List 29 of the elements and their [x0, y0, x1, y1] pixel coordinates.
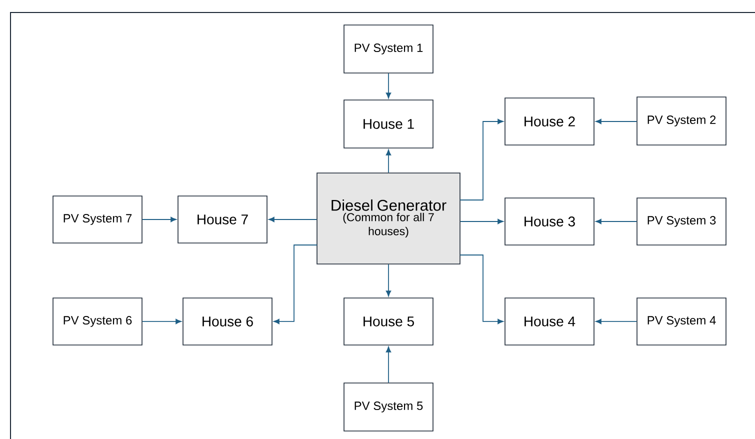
arrow — [142, 318, 182, 324]
pv-system-box: PV System 1 — [344, 24, 434, 74]
arrow — [386, 264, 392, 296]
pv-system-box: PV System 7 — [52, 196, 142, 244]
pv-system-box: PV System 3 — [636, 198, 726, 246]
arrow — [460, 218, 504, 224]
arrow — [386, 346, 392, 384]
arrow — [596, 318, 638, 324]
house-box: House 3 — [504, 198, 594, 246]
arrow — [386, 150, 392, 174]
house-box: House 5 — [344, 298, 434, 346]
arrow — [386, 72, 392, 98]
house-box: House 1 — [344, 100, 434, 148]
house-box: House 6 — [182, 298, 272, 346]
pv-system-box: PV System 6 — [52, 298, 142, 346]
generator-box: Diesel Generator (Common for all 7 houses) — [316, 172, 460, 264]
house-box: House 2 — [504, 98, 594, 146]
arrow — [142, 216, 176, 222]
house-box: House 7 — [178, 196, 268, 244]
pv-system-box: PV System 2 — [636, 96, 726, 146]
pv-system-box: PV System 4 — [636, 298, 726, 346]
arrow — [268, 216, 318, 222]
arrow — [596, 218, 638, 224]
arrow — [460, 254, 504, 324]
pv-system-box: PV System 5 — [344, 382, 434, 432]
arrow — [274, 244, 318, 324]
arrow — [460, 118, 504, 200]
house-box: House 4 — [504, 298, 594, 346]
arrow — [596, 118, 638, 124]
